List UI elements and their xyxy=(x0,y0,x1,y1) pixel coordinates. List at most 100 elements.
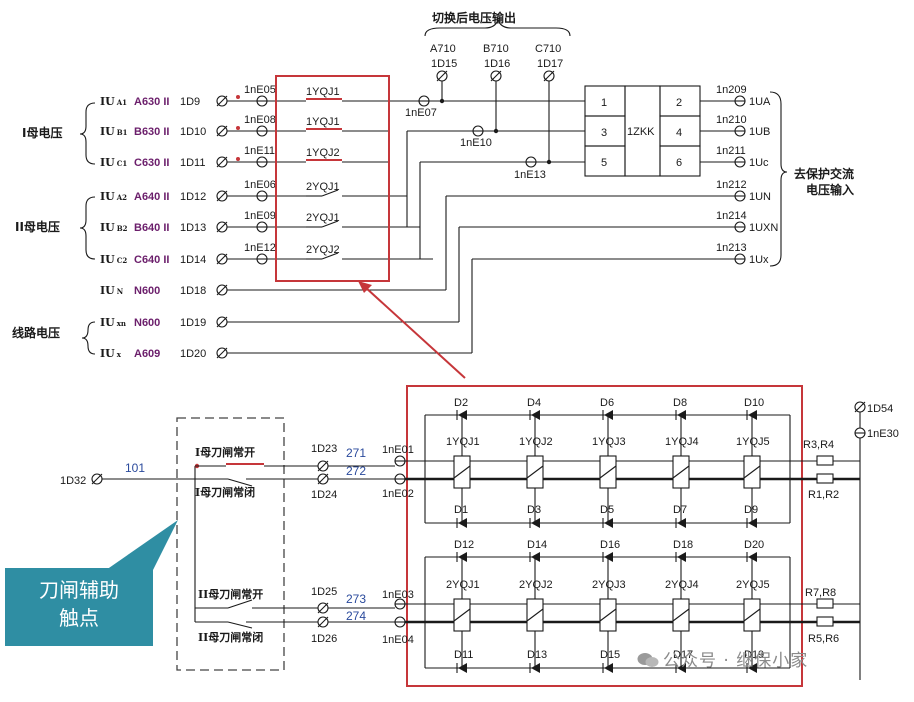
output-a-label: A710 xyxy=(430,43,456,55)
relay-contact-label: 1YQJ1 xyxy=(306,86,340,98)
wire-274: 274 xyxy=(346,609,366,623)
diode-label: D10 xyxy=(744,397,764,409)
contact-1ne10: 1nE10 xyxy=(460,137,492,149)
input-wire-label: A640 II xyxy=(134,191,169,203)
input-label-sub: C1 xyxy=(117,159,128,168)
callout-pointer xyxy=(106,520,178,570)
relay-coil-label: 2YQJ3 xyxy=(592,579,626,591)
diode-label: D17 xyxy=(673,649,693,661)
input-terminal-label: 1D11 xyxy=(180,157,205,169)
zkk-pin-6: 6 xyxy=(676,157,682,169)
bus2-isolator-no-label: II母刀闸常开 xyxy=(198,587,263,601)
relay-contact-label: 2YQJ2 xyxy=(306,244,340,256)
watermark: 公众号 · 继保小家 xyxy=(637,646,808,671)
terminal-1d25: 1D25 xyxy=(311,586,337,598)
input-label-sub: x xyxy=(117,350,122,359)
input-wire-label: N600 xyxy=(134,317,160,329)
relay-coil-label: 1YQJ1 xyxy=(446,436,480,448)
callout-line-2: 触点 xyxy=(59,606,99,630)
terminal-1d23: 1D23 xyxy=(311,443,337,455)
terminal-1d26: 1D26 xyxy=(311,633,337,645)
bus1-isolator-nc-label: I母刀闸常闭 xyxy=(195,485,255,499)
diode-label: D1 xyxy=(454,504,468,516)
isolator-aux-contact-callout: 刀闸辅助 触点 xyxy=(5,568,153,646)
relay-coil-label: 2YQJ4 xyxy=(665,579,699,591)
input-contact-label: 1nE11 xyxy=(244,145,275,157)
contact-1ne07: 1nE07 xyxy=(405,107,437,119)
callout-line-1: 刀闸辅助 xyxy=(39,578,119,602)
input-terminal-label: 1D13 xyxy=(180,222,206,234)
input-label-sub: xn xyxy=(117,319,126,328)
input-contact-label: 1nE09 xyxy=(244,210,276,222)
input-wire-label: B640 II xyxy=(134,222,169,234)
input-wire-label: A609 xyxy=(134,348,160,360)
to-protection-label-1: 去保护交流 xyxy=(794,166,854,181)
relay-contact-label: 1YQJ1 xyxy=(306,116,340,128)
relay-ladder: D2D11YQJ1D4D31YQJ2D6D51YQJ3D8D71YQJ4D10D… xyxy=(405,397,860,673)
output-brace xyxy=(424,18,571,37)
voltage-switch-contacts-highlight xyxy=(275,75,390,282)
contact-1ne01: 1nE01 xyxy=(382,444,414,456)
relay-contact-label: 2YQJ1 xyxy=(306,181,340,193)
output-b-terminal: 1D16 xyxy=(484,58,510,70)
input-label-sub: N xyxy=(117,287,124,296)
contact-1ne04: 1nE04 xyxy=(382,634,414,646)
relay-coils-highlight xyxy=(406,385,803,687)
right-terminal-label: 1UB xyxy=(749,126,770,138)
relay-coil-label: 1YQJ5 xyxy=(736,436,770,448)
input-label-sub: B1 xyxy=(117,128,128,137)
relay-coil-label: 1YQJ3 xyxy=(592,436,626,448)
wire-271: 271 xyxy=(346,446,366,460)
contact-1ne13: 1nE13 xyxy=(514,169,546,181)
bus1-brace xyxy=(79,102,96,165)
right-terminal-number: 1n214 xyxy=(716,210,747,222)
right-terminal-label: 1UN xyxy=(749,191,771,203)
input-wire-label: C630 II xyxy=(134,157,169,169)
right-terminal-number: 1n209 xyxy=(716,84,747,96)
contact-1ne30: 1nE30 xyxy=(867,428,899,440)
watermark-text: 公众号 · 继保小家 xyxy=(663,651,809,671)
wire-272: 272 xyxy=(346,464,366,478)
input-terminal-label: 1D10 xyxy=(180,126,206,138)
diode-label: D3 xyxy=(527,504,541,516)
resistor-r3r4: R3,R4 xyxy=(803,439,834,451)
right-terminal-number: 1n213 xyxy=(716,242,747,254)
relay-coil-label: 1YQJ2 xyxy=(519,436,553,448)
diode-label: D15 xyxy=(600,649,620,661)
relay-coil-label: 2YQJ1 xyxy=(446,579,480,591)
resistor-r5r6: R5,R6 xyxy=(808,633,839,645)
input-contact-label: 1nE08 xyxy=(244,114,276,126)
right-terminal-number: 1n212 xyxy=(716,179,747,191)
highlight-arrow-head xyxy=(358,281,372,293)
diode-label: D12 xyxy=(454,539,474,551)
output-a-terminal: 1D15 xyxy=(431,58,457,70)
input-label-sub: C2 xyxy=(117,256,128,265)
bus1-isolator-no-label: I母刀闸常开 xyxy=(195,445,255,459)
output-terminal-symbols xyxy=(436,70,555,82)
right-terminal-number: 1n210 xyxy=(716,114,747,126)
input-terminal-label: 1D12 xyxy=(180,191,206,203)
